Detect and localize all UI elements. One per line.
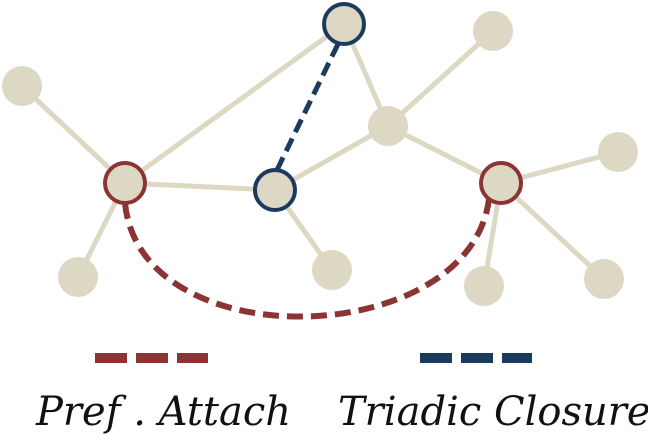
new-links-layer bbox=[122, 42, 492, 320]
node-n4 bbox=[368, 106, 408, 146]
node-n6 bbox=[253, 168, 297, 212]
triadic-closure-link bbox=[274, 42, 341, 172]
edge-n5-n3 bbox=[123, 21, 346, 186]
edge-n5-n6 bbox=[124, 180, 276, 193]
node-n2 bbox=[473, 11, 513, 51]
node-n5 bbox=[103, 161, 147, 205]
node-n11 bbox=[464, 266, 504, 306]
node-n9 bbox=[58, 257, 98, 297]
node-n12 bbox=[584, 259, 624, 299]
edge-n4-n2 bbox=[386, 29, 495, 128]
node-n3 bbox=[322, 2, 366, 46]
edge-n7-n12 bbox=[499, 181, 606, 281]
legend-label-pref-attach: Pref . Attach bbox=[36, 389, 291, 435]
edge-n1-n5 bbox=[20, 84, 127, 185]
legend-label-triadic-closure: Triadic Closure bbox=[338, 389, 648, 435]
node-n10 bbox=[312, 250, 352, 290]
node-n1 bbox=[2, 66, 42, 106]
node-n8 bbox=[598, 132, 638, 172]
pref-attach-link bbox=[122, 198, 492, 320]
node-n7 bbox=[479, 161, 523, 205]
edges-layer bbox=[20, 21, 619, 287]
nodes-layer bbox=[2, 2, 638, 306]
